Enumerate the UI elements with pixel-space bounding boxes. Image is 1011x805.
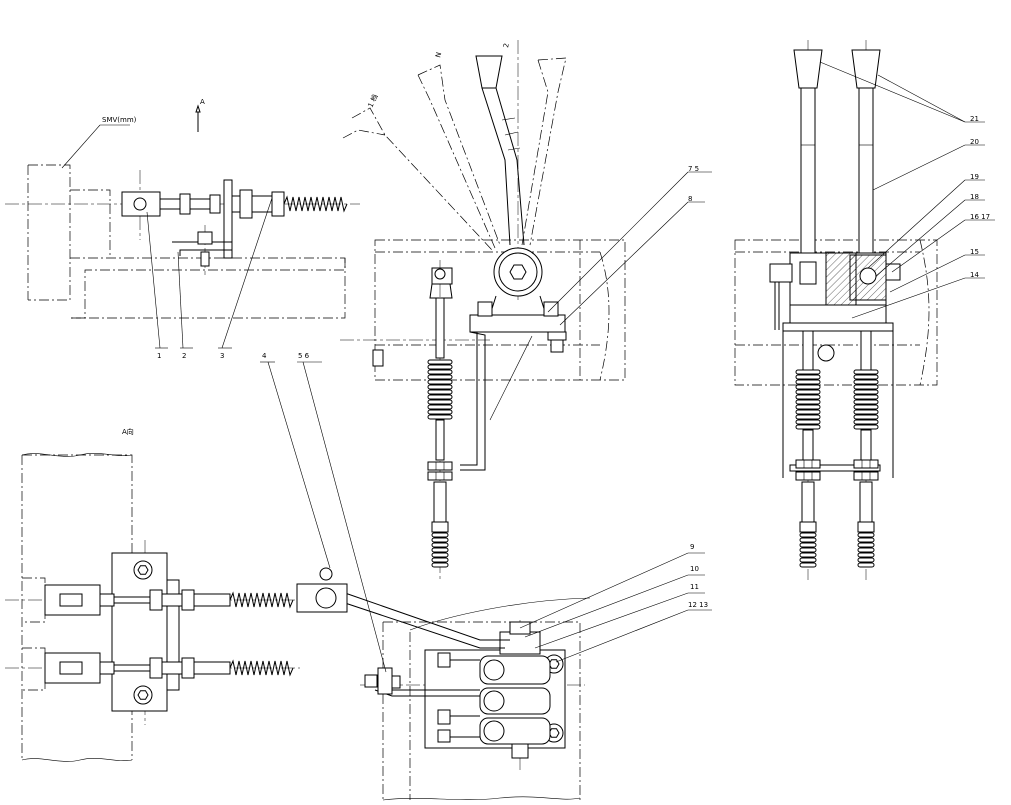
- label-part-3: 3: [220, 352, 224, 360]
- label-part-12-13: 12 13: [688, 601, 708, 609]
- label-part-20: 20: [970, 138, 979, 146]
- label-part-8: 8: [688, 195, 692, 203]
- lever-position-n: N: [434, 51, 443, 58]
- view-top-right: 21 20 19 18 16 17 15 14: [734, 40, 995, 580]
- label-part-5-6: 5 6: [298, 352, 310, 360]
- label-part-15: 15: [970, 248, 979, 256]
- label-part-19: 19: [970, 173, 979, 181]
- label-part-11: 11: [690, 583, 699, 591]
- label-part-2: 2: [182, 352, 186, 360]
- label-part-9: 9: [690, 543, 694, 551]
- label-part-21: 21: [970, 115, 979, 123]
- view-top-left: 1 2 3 SMV(mm) A: [5, 98, 360, 360]
- label-part-1: 1: [157, 352, 161, 360]
- label-part-7-5: 7 5: [688, 165, 699, 173]
- view-bottom-left: A向: [5, 427, 300, 762]
- note-top-left: SMV(mm): [102, 116, 137, 124]
- view-a-marker: A: [200, 98, 205, 106]
- label-part-10: 10: [690, 565, 699, 573]
- label-part-4: 4: [262, 352, 267, 360]
- view-top-center: 7 5 8 1 档 N 2: [340, 40, 712, 580]
- label-part-14: 14: [970, 271, 979, 279]
- view-a-label: A向: [122, 427, 134, 436]
- label-part-18: 18: [970, 193, 979, 201]
- lever-position-2: 2: [502, 43, 511, 49]
- view-bottom-center: 4 5 6 9 10 11 12 13: [260, 352, 712, 801]
- lever-position-1: 1 档: [366, 93, 380, 109]
- label-part-16-17: 16 17: [970, 213, 990, 221]
